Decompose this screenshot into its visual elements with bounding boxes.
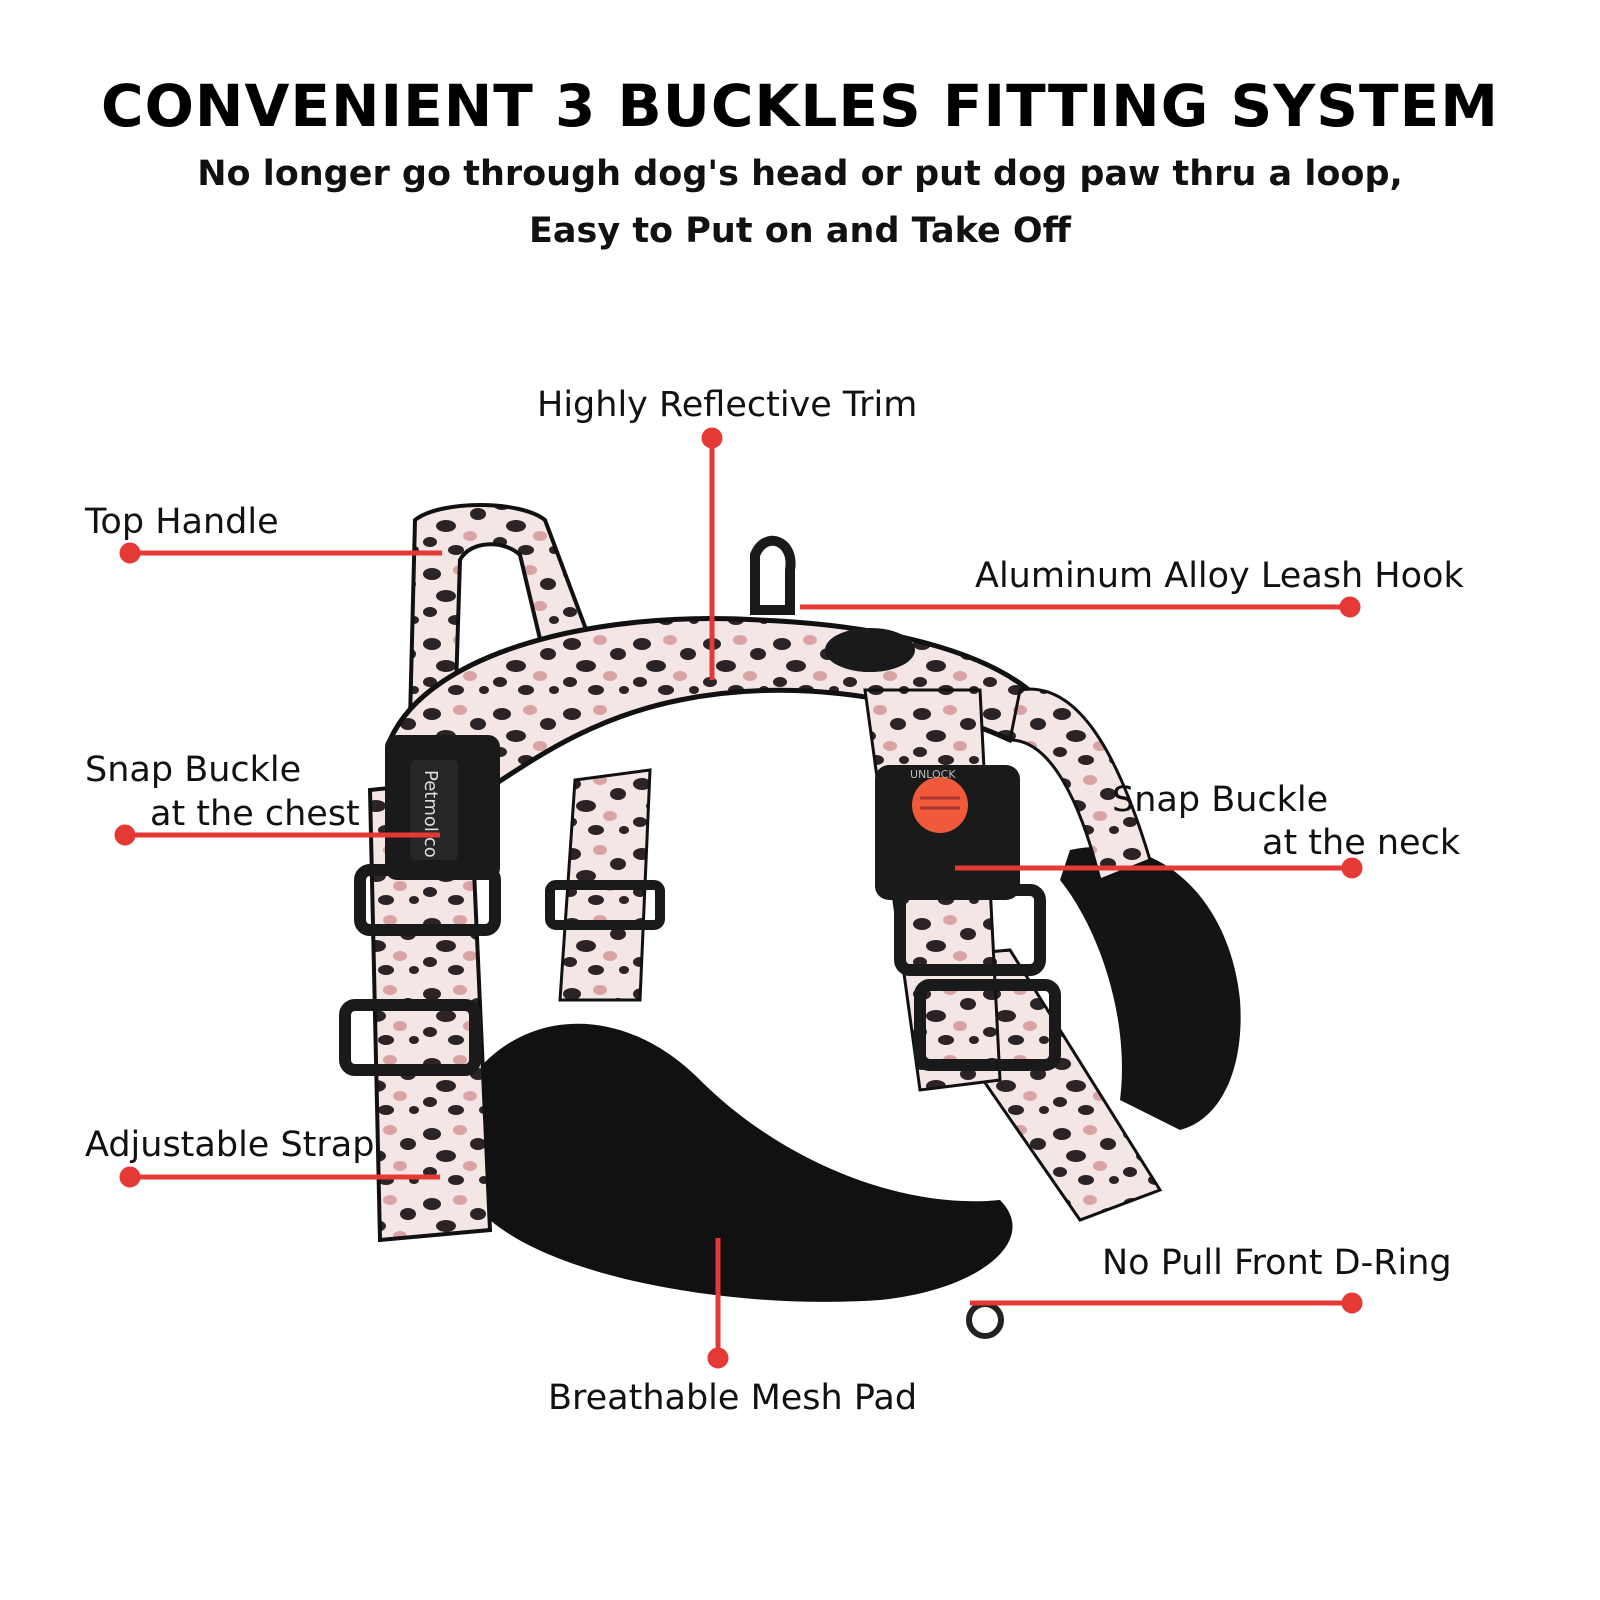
subtitle-line-2: Easy to Put on and Take Off: [528, 211, 1072, 251]
neck-slider-2: [914, 979, 1061, 1071]
chest-mesh-pad: [458, 1023, 1013, 1302]
label-adjustable-strap: Adjustable Strap: [85, 1125, 375, 1165]
label-neck-buckle-1: Snap Buckle: [1112, 780, 1329, 820]
unlock-button: [912, 777, 968, 833]
subtitle-line-1: No longer go through dog's head or put d…: [197, 154, 1403, 194]
unlock-text: UNLOCK: [910, 768, 956, 781]
d-ring: [966, 1301, 1004, 1339]
back-mesh-pad: [1060, 846, 1241, 1130]
label-chest-buckle-2: at the chest: [150, 794, 360, 834]
label-neck-buckle-2: at the neck: [1262, 823, 1461, 863]
label-reflective-trim: Highly Reflective Trim: [537, 385, 918, 425]
neck-slider: [894, 884, 1046, 976]
label-front-d-ring: No Pull Front D-Ring: [1102, 1243, 1452, 1283]
strap-slider: [339, 999, 481, 1076]
chest-slider: [354, 864, 501, 936]
buckle-brand-text: Petmolico: [420, 770, 441, 858]
label-leash-hook: Aluminum Alloy Leash Hook: [975, 556, 1464, 596]
leash-hook: [750, 535, 796, 615]
label-mesh-pad: Breathable Mesh Pad: [548, 1378, 918, 1418]
label-top-handle: Top Handle: [85, 502, 279, 542]
label-chest-buckle-1: Snap Buckle: [85, 750, 302, 790]
right-strap: [1008, 687, 1152, 883]
middle-slider: [545, 880, 665, 930]
brand-patch: [825, 628, 915, 672]
page-title: CONVENIENT 3 BUCKLES FITTING SYSTEM: [101, 72, 1499, 140]
